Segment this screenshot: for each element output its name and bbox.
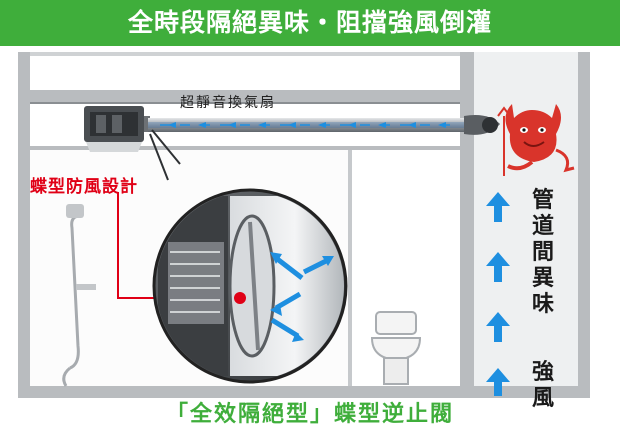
- devil-icon: [497, 104, 575, 176]
- shower-icon: [62, 204, 96, 387]
- duct-pipe-icon: [148, 115, 500, 135]
- butterfly-design-callout: 蝶型防風設計: [30, 177, 138, 197]
- fan-unit-icon: [84, 106, 150, 152]
- shaft-wind-label: 強 風: [528, 360, 558, 412]
- fan-label: 超靜音換氣扇: [180, 95, 276, 111]
- shaft-char: 異: [531, 266, 554, 291]
- title-banner: [0, 0, 620, 46]
- shaft-char: 道: [531, 214, 554, 239]
- banner-title: 全時段隔絕異味・阻擋強風倒灌: [127, 8, 492, 37]
- shaft-char: 風: [531, 386, 554, 411]
- shaft-char: 管: [531, 188, 554, 213]
- shaft-odor-label: 管 道 間 異 味: [528, 188, 558, 318]
- shaft-char: 間: [531, 240, 554, 265]
- toilet-icon: [370, 311, 422, 385]
- up-arrow-icon: [486, 192, 510, 396]
- shaft-char: 味: [531, 292, 554, 317]
- diagram-scene: [18, 52, 590, 398]
- product-name: 「全效隔絕型」蝶型逆止閥: [165, 402, 454, 427]
- shaft-char: 強: [531, 360, 554, 385]
